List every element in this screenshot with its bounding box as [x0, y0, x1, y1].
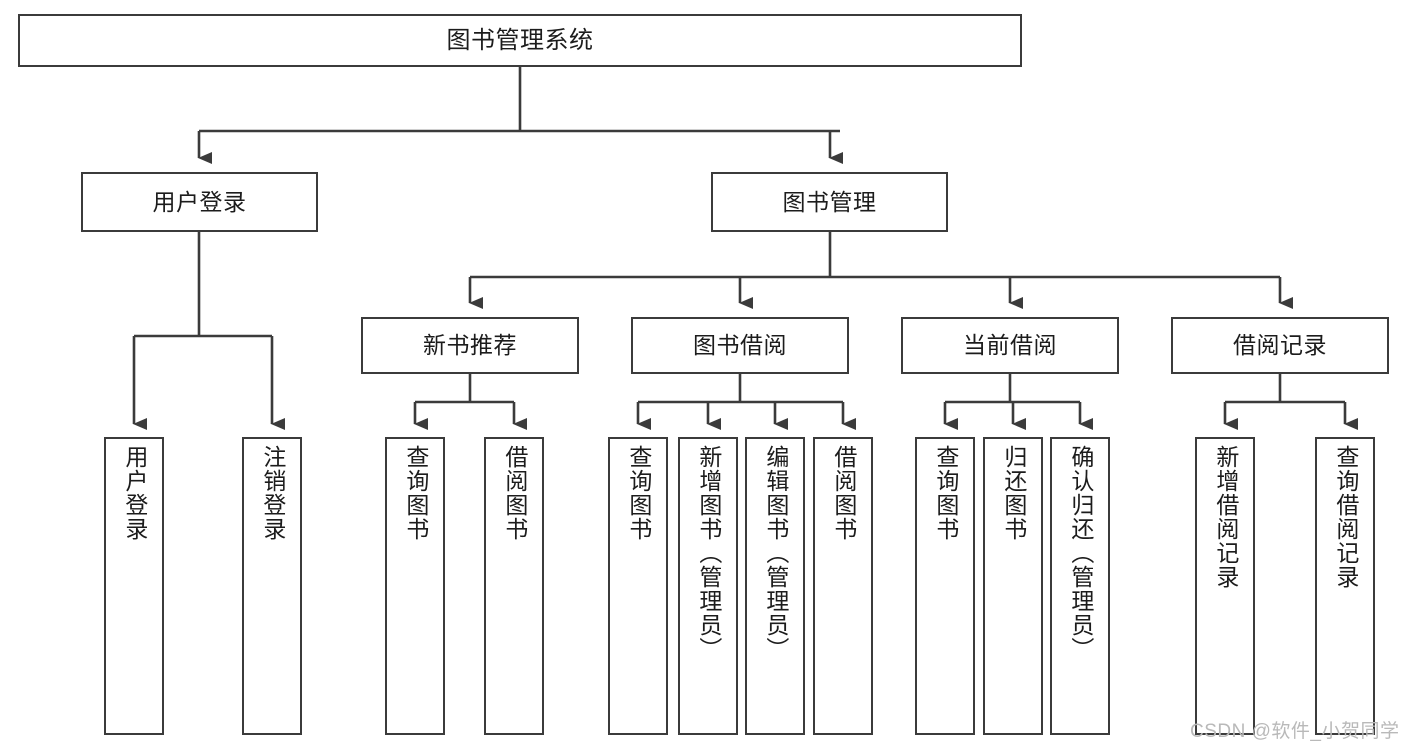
node-leaf-query-book-1[interactable]: 查询图书: [385, 437, 445, 735]
node-user-login[interactable]: 用户登录: [81, 172, 318, 232]
node-leaf-user-logout[interactable]: 注销登录: [242, 437, 302, 735]
node-current-borrow[interactable]: 当前借阅: [901, 317, 1119, 374]
node-leaf-user-login[interactable]: 用户登录: [104, 437, 164, 735]
node-leaf-query-record[interactable]: 查询借阅记录: [1315, 437, 1375, 735]
node-leaf-query-book-2[interactable]: 查询图书: [608, 437, 668, 735]
node-label: 新增借阅记录: [1212, 445, 1239, 589]
node-label: 归还图书: [1000, 445, 1027, 541]
node-leaf-query-book-3[interactable]: 查询图书: [915, 437, 975, 735]
node-label: 查询图书: [625, 445, 652, 541]
node-leaf-borrow-book-2[interactable]: 借阅图书: [813, 437, 873, 735]
node-label: 新书推荐: [423, 332, 517, 359]
node-leaf-borrow-book-1[interactable]: 借阅图书: [484, 437, 544, 735]
node-leaf-add-record[interactable]: 新增借阅记录: [1195, 437, 1255, 735]
node-label: 借阅图书: [830, 445, 857, 541]
node-leaf-return-book[interactable]: 归还图书: [983, 437, 1043, 735]
node-new-book-rec[interactable]: 新书推荐: [361, 317, 579, 374]
node-label: 图书管理系统: [446, 26, 594, 54]
node-label: 当前借阅: [963, 332, 1057, 359]
node-book-borrow[interactable]: 图书借阅: [631, 317, 849, 374]
node-leaf-edit-book[interactable]: 编辑图书（管理员）: [745, 437, 805, 735]
node-label: 用户登录: [121, 445, 148, 541]
node-label: 借阅图书: [501, 445, 528, 541]
watermark-text: CSDN @软件_小贺同学: [1190, 721, 1400, 742]
node-label: 查询图书: [402, 445, 429, 541]
node-label: 用户登录: [152, 188, 247, 215]
node-label: 注销登录: [259, 445, 286, 541]
node-label: 查询借阅记录: [1332, 445, 1359, 589]
node-leaf-add-book[interactable]: 新增图书（管理员）: [678, 437, 738, 735]
node-label: 查询图书: [932, 445, 959, 541]
node-label: 借阅记录: [1233, 332, 1327, 359]
node-leaf-confirm-return[interactable]: 确认归还（管理员）: [1050, 437, 1110, 735]
node-book-manage[interactable]: 图书管理: [711, 172, 948, 232]
node-label: 编辑图书（管理员）: [762, 445, 789, 661]
node-label: 图书管理: [782, 188, 877, 215]
node-label: 确认归还（管理员）: [1067, 445, 1094, 661]
node-label: 图书借阅: [693, 332, 787, 359]
node-label: 新增图书（管理员）: [695, 445, 722, 661]
node-borrow-record[interactable]: 借阅记录: [1171, 317, 1389, 374]
node-root[interactable]: 图书管理系统: [18, 14, 1022, 67]
